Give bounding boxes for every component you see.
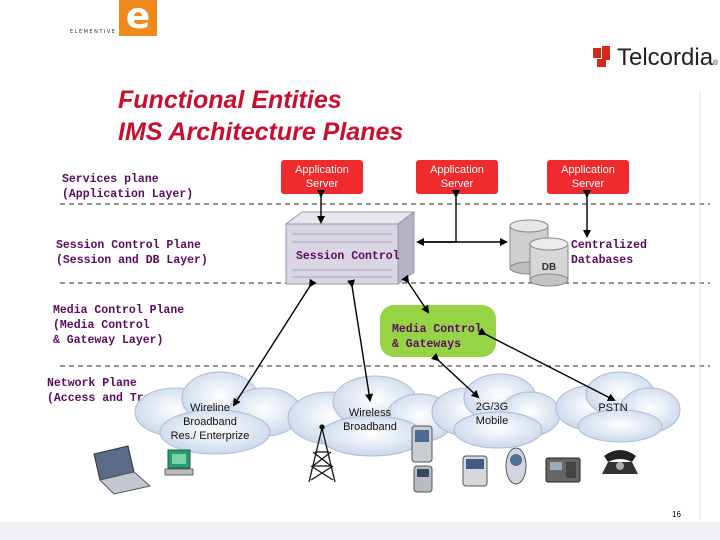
elementive-logo-letter: e <box>125 0 151 37</box>
session-to-wireless-arrow <box>347 279 374 402</box>
media-to-mobile-arrow <box>430 352 480 399</box>
mobile-label: 2G/3G Mobile <box>475 401 509 427</box>
app-server-3-box <box>547 160 629 194</box>
elementive-wordmark: ELEMENTIVE <box>70 29 117 35</box>
telcordia-logo-text: Telcordia <box>617 44 714 71</box>
title-line-1: Functional Entities <box>118 86 342 114</box>
app-server-2-box <box>416 160 498 194</box>
app-server-2-label: Application Server <box>430 164 484 190</box>
laptop-icon <box>93 445 152 495</box>
pstn-label: PSTN <box>598 402 628 414</box>
desktop-computer-icon <box>164 449 194 476</box>
pstn-cloud <box>555 371 681 443</box>
cell-tower-icon <box>308 424 336 483</box>
telcordia-mark-icon <box>593 46 610 67</box>
media-gateway-label: Media Control & Gateways <box>392 323 482 351</box>
mobile-phone-icon <box>505 447 527 485</box>
database-icon <box>509 219 569 287</box>
title-line-2: IMS Architecture Planes <box>118 118 404 146</box>
media-to-pstn-arrow <box>477 327 616 401</box>
desk-phone-icon <box>545 457 581 483</box>
session-to-wireline-arrow <box>232 278 317 407</box>
app-server-3-label: Application Server <box>561 164 615 190</box>
footer-band <box>0 522 720 540</box>
wireline-label: Wireline Broadband Res./ Enterprize <box>170 402 250 442</box>
app-server-1-box <box>281 160 363 194</box>
telcordia-logo: Telcordia® <box>617 44 718 72</box>
session-control-label: Session Control <box>296 250 400 263</box>
session-to-media-arrow <box>401 274 430 314</box>
elementive-logo: e <box>119 0 157 36</box>
wireless-label: Wireless Broadband <box>343 407 397 433</box>
media-gateway-box <box>380 305 496 357</box>
telcordia-registered-mark: ® <box>713 60 719 67</box>
services-plane-label: Services plane (Application Layer) <box>62 173 194 201</box>
page-number: 16 <box>672 510 681 519</box>
db-label: DB <box>541 262 557 273</box>
centralized-db-label: Centralized Databases <box>571 239 647 267</box>
app-server-1-label: Application Server <box>295 164 349 190</box>
pda-phone-icon <box>462 455 488 487</box>
rotary-phone-icon <box>602 450 638 474</box>
session-plane-label: Session Control Plane (Session and DB La… <box>56 239 208 267</box>
flip-phone-icon <box>413 465 433 493</box>
smartphone-icon <box>411 425 433 463</box>
media-plane-label: Media Control Plane (Media Control & Gat… <box>53 304 185 347</box>
